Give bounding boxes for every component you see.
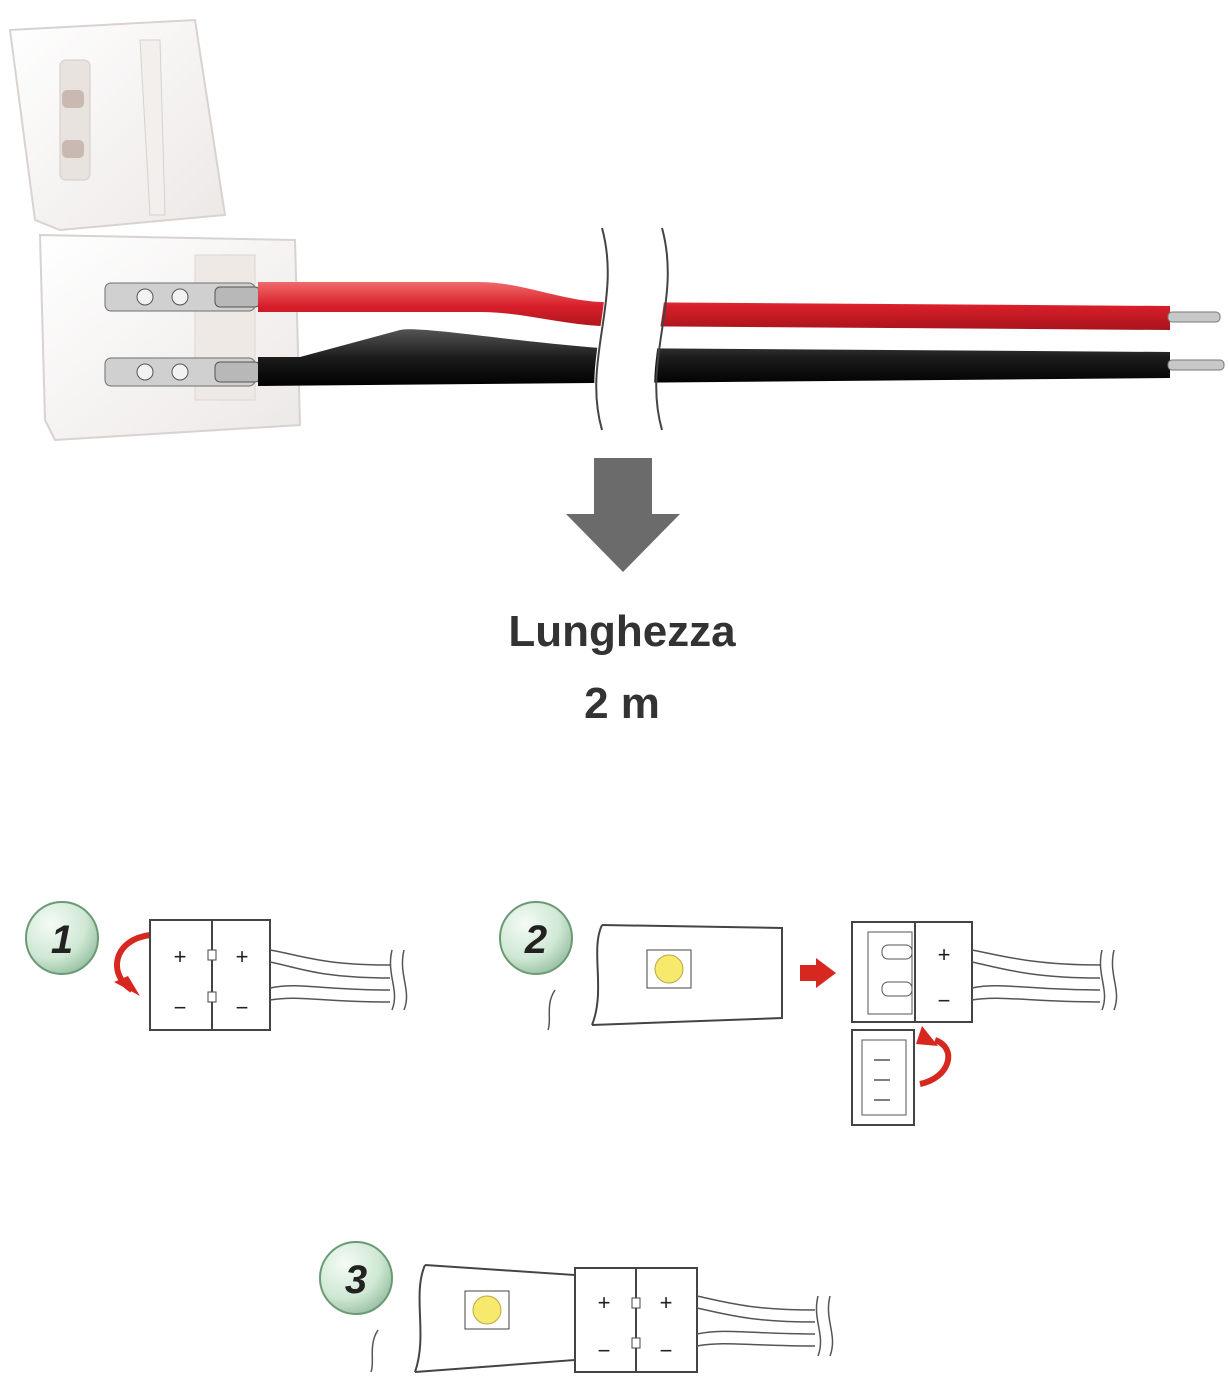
metal-contact-upper	[104, 282, 261, 312]
break-line-right	[655, 227, 669, 431]
step-1-minus-right: −	[236, 995, 249, 1020]
step-2-insert-arrow-icon	[800, 958, 836, 988]
red-wire-tip	[1167, 311, 1221, 323]
step-3-minus-right: −	[660, 1338, 673, 1363]
step-2-badge	[499, 901, 573, 975]
clip-slot	[59, 59, 91, 181]
metal-contact-lower	[104, 357, 261, 387]
red-wire	[258, 282, 1170, 330]
caption-length-label: Lunghezza	[508, 607, 736, 656]
length-break-gap	[594, 228, 666, 430]
break-line-left	[595, 227, 609, 431]
step-1-number: 1	[51, 918, 73, 962]
step-2-close-arrow-icon	[919, 1037, 952, 1087]
clip-contact-upper	[62, 90, 84, 108]
clip-lid	[8, 18, 227, 232]
step-1-plus-left: +	[174, 944, 187, 969]
black-wire-tip	[1167, 359, 1225, 371]
step-2-plus: +	[938, 942, 951, 967]
step-3-number: 3	[345, 1258, 367, 1302]
step-2-number: 2	[524, 918, 547, 962]
clip-contact-lower	[62, 140, 84, 158]
down-arrow-icon	[566, 458, 680, 572]
step-1-minus-left: −	[174, 995, 187, 1020]
step-1-badge	[25, 901, 99, 975]
caption-length-value: 2 m	[584, 679, 660, 728]
step-3-break-icon	[815, 1295, 822, 1357]
clip-hinge-tab	[139, 39, 166, 216]
step-3-plus-right: +	[660, 1290, 673, 1315]
step-3-badge	[319, 1241, 393, 1315]
step-1: 1 + + − −	[25, 901, 408, 1031]
step-1-plus-right: +	[236, 944, 249, 969]
step-1-break-icon	[389, 949, 396, 1011]
step-3-minus-left: −	[598, 1338, 611, 1363]
step-3: 3 + + − −	[319, 1241, 834, 1373]
connector-illustration	[8, 18, 1225, 442]
step-2: 2 + −	[499, 901, 1118, 1126]
step-3-plus-left: +	[598, 1290, 611, 1315]
step-1-connector	[149, 919, 271, 1031]
step-2-led-icon	[654, 954, 684, 984]
step-2-break-icon	[1099, 949, 1106, 1011]
step-3-led-icon	[472, 1295, 502, 1325]
step-2-minus: −	[938, 988, 951, 1013]
black-wire	[258, 329, 1170, 386]
clip-body	[38, 233, 302, 442]
